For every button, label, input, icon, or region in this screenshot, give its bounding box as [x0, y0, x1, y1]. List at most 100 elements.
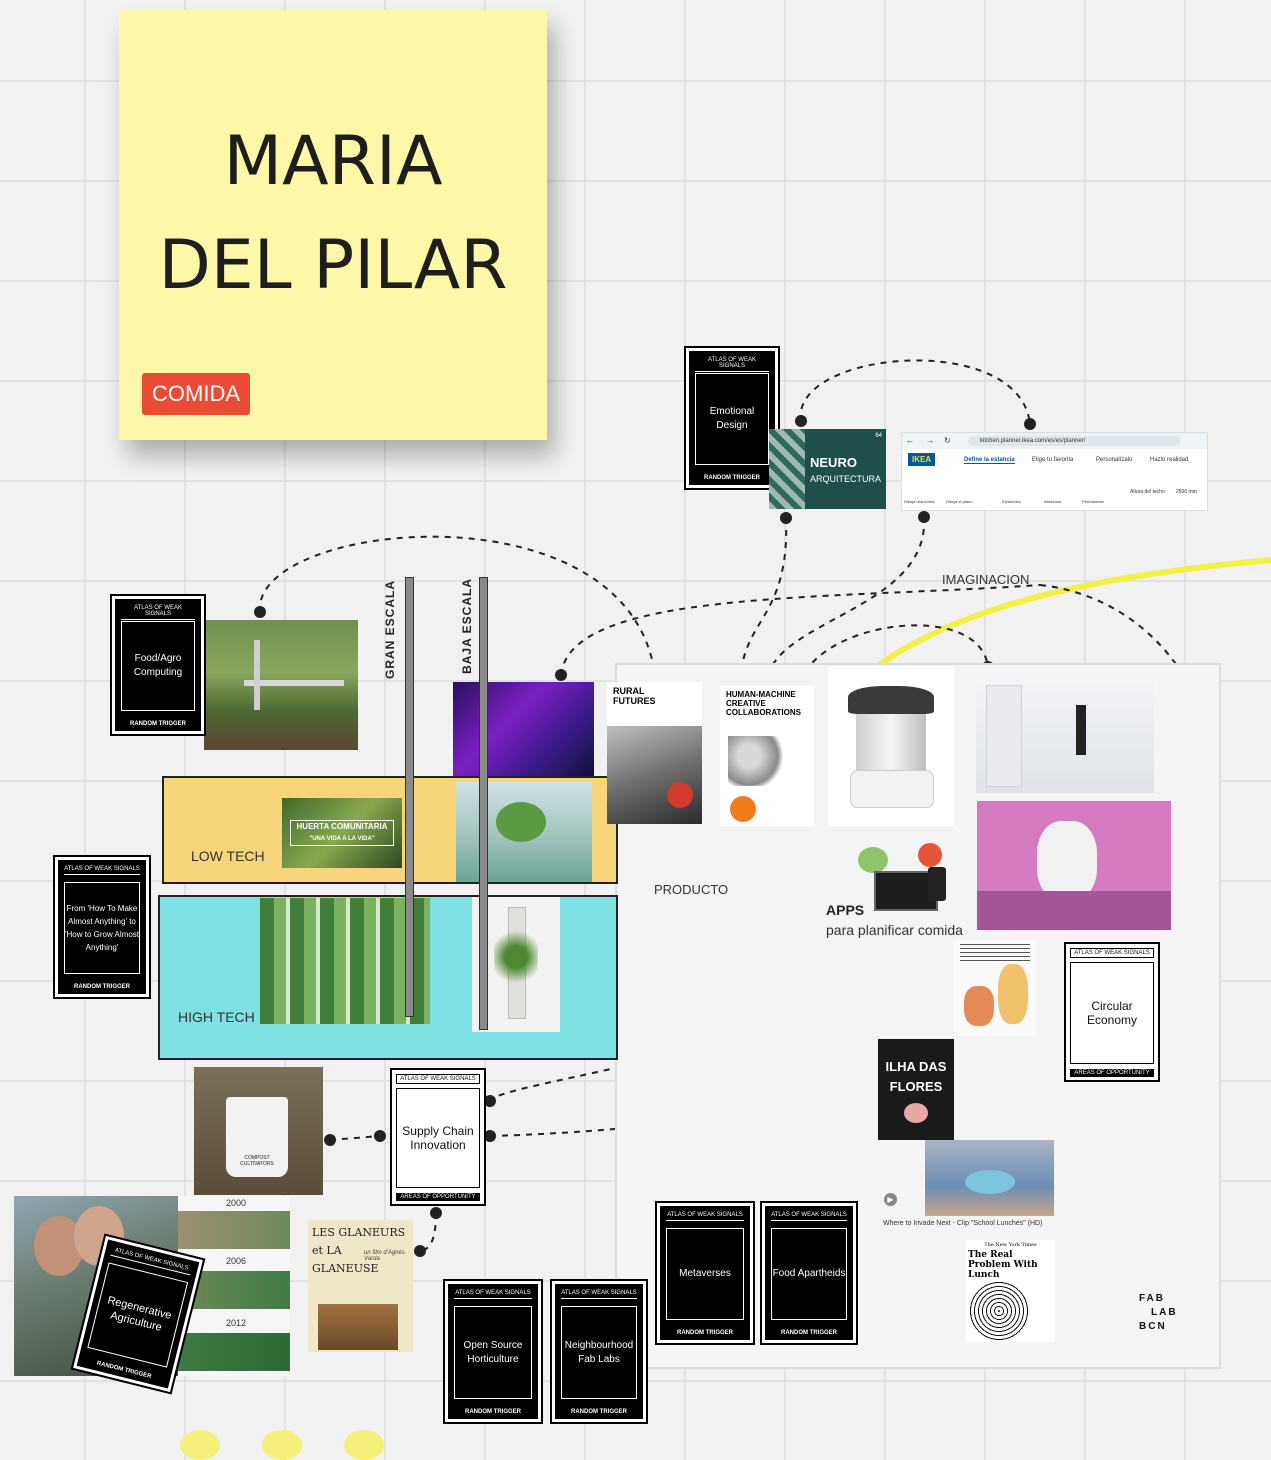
year-label: 2012	[226, 1318, 247, 1328]
planner-tool[interactable]: Dibuja el plano	[946, 499, 973, 504]
connector-dot	[795, 415, 807, 427]
card-body: Food/Agro Computing	[121, 621, 195, 711]
card-circular-economy[interactable]: ATLAS OF WEAK SIGNALS Circular Economy A…	[1064, 942, 1160, 1082]
bottle-garden-image[interactable]	[456, 782, 592, 882]
connector-dot	[430, 1207, 442, 1219]
play-icon[interactable]: ▶	[884, 1193, 897, 1206]
thermomix-image[interactable]	[828, 666, 954, 826]
planner-tab[interactable]: Personalízalo	[1096, 457, 1133, 463]
planner-tool[interactable]: Dibuja una forma	[904, 499, 935, 504]
card-body: Circular Economy	[1070, 962, 1154, 1064]
garden-robot-image[interactable]	[204, 620, 358, 750]
planner-tool[interactable]: Aberturas	[1044, 499, 1062, 504]
url-bar[interactable]: kitchen.planner.ikea.com/es/es/planner/	[968, 436, 1180, 446]
apps-label: APPS	[826, 902, 865, 918]
connector-dot	[324, 1134, 336, 1146]
huerta-subtitle: "UNA VIDA A LA VIDA"	[309, 836, 375, 842]
hmc-title: HUMAN-MACHINE CREATIVE COLLABORATIONS	[726, 690, 801, 717]
meal-planning-devices-image[interactable]	[848, 837, 968, 917]
card-body: Regenerative Agriculture	[87, 1262, 189, 1368]
connector-dot	[374, 1130, 386, 1142]
card-footer: AREAS OF OPPORTUNITY	[396, 1193, 480, 1201]
nyt-article-image[interactable]: The New York Times The Real Problem With…	[966, 1240, 1055, 1342]
back-icon: ←	[906, 436, 914, 445]
connector-dot	[780, 512, 792, 524]
connector-dot	[254, 606, 266, 618]
sticky-dot	[180, 1430, 220, 1460]
sticky-dot	[344, 1430, 384, 1460]
comic-strip-image[interactable]	[954, 940, 1036, 1036]
vertical-farm-image[interactable]	[260, 898, 430, 1024]
reload-icon: ↻	[944, 436, 951, 445]
card-neighbourhood-fab-labs[interactable]: ATLAS OF WEAK SIGNALS Neighbourhood Fab …	[550, 1279, 648, 1424]
year-label: 2000	[226, 1198, 247, 1208]
neuro-badge: 64	[875, 433, 882, 439]
low-tech-label: LOW TECH	[191, 848, 265, 864]
year-label: 2006	[226, 1256, 247, 1266]
ceiling-label: Altura del techo	[1130, 489, 1165, 495]
school-lunches-video[interactable]	[925, 1140, 1054, 1216]
card-header: ATLAS OF WEAK SIGNALS	[695, 357, 769, 372]
jetsons-cartoon-image[interactable]	[977, 801, 1171, 930]
baja-escala-label: BAJA ESCALA	[460, 578, 474, 674]
huerta-comunitaria-image[interactable]: HUERTA COMUNITARIA "UNA VIDA A LA VIDA"	[282, 798, 402, 868]
sticky-note[interactable]: MARIA DEL PILAR COMIDA	[119, 10, 547, 440]
card-body: Metaverses	[666, 1228, 744, 1320]
fablab-line: LAB	[1151, 1307, 1178, 1318]
card-footer: RANDOM TRIGGER	[465, 1409, 521, 1415]
compost-bucket-image[interactable]: COMPOST CULTIVATORS	[194, 1067, 323, 1195]
card-footer: RANDOM TRIGGER	[677, 1330, 733, 1336]
gran-escala-bar	[405, 577, 414, 1017]
ceiling-value: 2500 mm	[1176, 489, 1197, 495]
nyt-headline: The Real Problem With Lunch	[968, 1250, 1038, 1280]
human-machine-collab-poster[interactable]: HUMAN-MACHINE CREATIVE COLLABORATIONS	[720, 686, 814, 826]
les-glaneurs-poster[interactable]: LES GLANEURS et LA GLANEUSE un film d'Ag…	[308, 1220, 413, 1352]
card-body: Emotional Design	[695, 373, 769, 465]
smart-kitchen-image[interactable]	[976, 675, 1154, 793]
card-metaverses[interactable]: ATLAS OF WEAK SIGNALS Metaverses RANDOM …	[655, 1201, 755, 1345]
bucket-label: COMPOST CULTIVATORS	[240, 1155, 274, 1167]
card-food-agro-computing[interactable]: ATLAS OF WEAK SIGNALS Food/Agro Computin…	[110, 594, 206, 736]
glaneurs-credit: un film d'Agnès Varda	[364, 1250, 405, 1262]
forward-icon: →	[926, 436, 934, 445]
card-header: ATLAS OF WEAK SIGNALS	[666, 1212, 744, 1221]
card-how-to-grow[interactable]: ATLAS OF WEAK SIGNALS From 'How To Make …	[53, 855, 151, 999]
card-header: ATLAS OF WEAK SIGNALS	[561, 1290, 637, 1299]
card-header: ATLAS OF WEAK SIGNALS	[121, 605, 195, 620]
connector-dot	[918, 511, 930, 523]
planner-tab[interactable]: Define la estancia	[964, 457, 1015, 464]
ilha-title: ILHA DAS FLORES	[885, 1059, 947, 1094]
rural-futures-poster[interactable]: RURAL FUTURES	[607, 682, 702, 824]
card-food-apartheids[interactable]: ATLAS OF WEAK SIGNALS Food Apartheids RA…	[760, 1201, 858, 1345]
card-footer: RANDOM TRIGGER	[781, 1330, 837, 1336]
fablab-bcn-logo: FAB LAB BCN	[1139, 1292, 1193, 1334]
dashed-connector	[329, 1135, 381, 1141]
card-supply-chain-innovation[interactable]: ATLAS OF WEAK SIGNALS Supply Chain Innov…	[390, 1068, 486, 1206]
connector-dot	[1024, 418, 1036, 430]
sticky-title: MARIA DEL PILAR	[158, 122, 508, 305]
tag-comida[interactable]: COMIDA	[142, 373, 250, 415]
card-emotional-design[interactable]: ATLAS OF WEAK SIGNALS Emotional Design R…	[684, 346, 780, 490]
nyt-source: The New York Times	[984, 1242, 1037, 1248]
sticky-dot	[262, 1430, 302, 1460]
fablab-line: FAB	[1139, 1293, 1165, 1304]
card-header: ATLAS OF WEAK SIGNALS	[64, 866, 140, 875]
planner-tab[interactable]: Elige tu favorita	[1032, 457, 1074, 463]
planner-tool[interactable]: Elementos	[1002, 499, 1021, 504]
card-footer: RANDOM TRIGGER	[571, 1409, 627, 1415]
card-footer: RANDOM TRIGGER	[130, 721, 186, 727]
forest-timeline-image[interactable]: 2000 2006 2012	[178, 1196, 290, 1376]
card-header: ATLAS OF WEAK SIGNALS	[771, 1212, 847, 1221]
card-open-source-horticulture[interactable]: ATLAS OF WEAK SIGNALS Open Source Hortic…	[443, 1279, 543, 1424]
led-farm-image[interactable]	[453, 682, 594, 776]
high-tech-label: HIGH TECH	[178, 1009, 255, 1025]
neuro-arquitectura-image[interactable]: NEURO ARQUITECTURA 64	[769, 429, 886, 509]
imaginacion-label: IMAGINACION	[942, 572, 1030, 587]
connector-dot	[555, 669, 567, 681]
dashed-connector	[560, 584, 1041, 676]
dashed-connector	[799, 359, 1031, 425]
ikea-planner-screenshot[interactable]: ← → ↻ kitchen.planner.ikea.com/es/es/pla…	[901, 432, 1208, 511]
planner-tab[interactable]: Hazlo realidad	[1150, 457, 1189, 463]
ilha-das-flores-poster[interactable]: ILHA DAS FLORES	[878, 1039, 954, 1140]
planner-tool[interactable]: Permanente	[1082, 499, 1104, 504]
